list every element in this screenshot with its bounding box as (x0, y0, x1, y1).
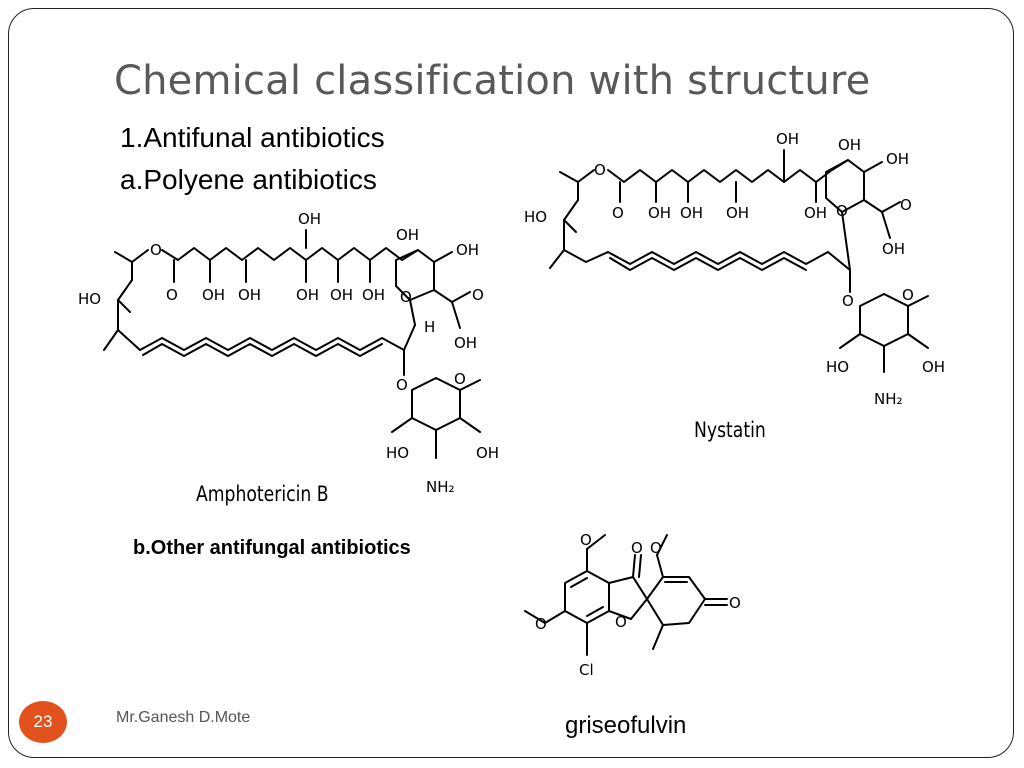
nys-oh-3: OH (726, 204, 749, 222)
nys-o-sugar: O (902, 286, 914, 304)
gris-o-enone: O (729, 594, 741, 612)
nys-oh-2: OH (680, 204, 703, 222)
amph-oh-1: OH (202, 286, 225, 304)
amphotericin-structure: O O OH OH OH OH OH OH OH OH O H O OH HO … (78, 210, 499, 496)
nystatin-structure: O O OH OH OH OH OH OH OH O O OH HO O O H… (524, 130, 945, 408)
gris-o-methoxy-2: O (650, 539, 662, 557)
amph-ho: HO (78, 290, 101, 308)
amph-oh-7: OH (396, 226, 419, 244)
amph-o-glyco: O (396, 376, 408, 394)
amph-oh-2: OH (238, 286, 261, 304)
amph-o-sugar: O (454, 370, 466, 388)
nys-o-acid: O (900, 196, 912, 214)
nys-o-ester: O (594, 161, 606, 179)
amph-o-ester: O (150, 241, 162, 259)
nystatin-caption: Nystatin (694, 418, 766, 442)
nys-o-glyco: O (842, 292, 854, 310)
nys-oh-4: OH (776, 130, 799, 148)
gris-o-ketone: O (631, 539, 643, 557)
slide-title: Chemical classification with structure (114, 58, 871, 104)
nys-oh-1: OH (648, 204, 671, 222)
gris-cl: Cl (579, 661, 594, 679)
section-heading: 1.Antifunal antibiotics (120, 122, 385, 153)
nys-o-ring: O (836, 202, 848, 220)
gris-o-methoxy-3: O (535, 615, 547, 633)
amph-o-acid: O (472, 286, 484, 304)
slide-number-badge: 23 (19, 701, 67, 743)
gris-o-furan: O (615, 613, 627, 631)
amph-oh-acid: OH (454, 334, 477, 352)
griseofulvin-caption: griseofulvin (565, 712, 687, 739)
nys-oh-6: OH (838, 136, 861, 154)
nys-oh-5: OH (804, 204, 827, 222)
amph-oh-3: OH (298, 210, 321, 228)
amph-h: H (424, 318, 435, 336)
amph-o-ring: O (400, 288, 412, 306)
griseofulvin-structure: O O O O O O Cl (524, 531, 741, 679)
nys-oh-7: OH (886, 150, 909, 168)
nys-ho-sugar: HO (826, 358, 849, 376)
author-footer: Mr.Ganesh D.Mote (116, 709, 251, 726)
subsection-polyene: a.Polyene antibiotics (120, 164, 377, 195)
amph-oh-sugar: OH (476, 444, 499, 462)
amphotericin-caption: Amphotericin B (196, 482, 329, 506)
subsection-other: b.Other antifungal antibiotics (133, 537, 411, 559)
amph-o-carbonyl: O (166, 286, 178, 304)
nys-o-carbonyl: O (612, 204, 624, 222)
amph-oh-8: OH (456, 241, 479, 259)
amph-oh-6: OH (362, 286, 385, 304)
nys-ho: HO (524, 208, 547, 226)
gris-o-methoxy-1: O (580, 531, 592, 549)
amph-oh-4: OH (296, 286, 319, 304)
nys-oh-acid: OH (882, 240, 905, 258)
nys-oh-sugar: OH (922, 358, 945, 376)
slide-frame (8, 8, 1014, 758)
amph-ho-sugar: HO (386, 444, 409, 462)
nys-nh2: NH₂ (874, 390, 903, 408)
amph-oh-5: OH (330, 286, 353, 304)
amph-nh2: NH₂ (426, 478, 455, 496)
